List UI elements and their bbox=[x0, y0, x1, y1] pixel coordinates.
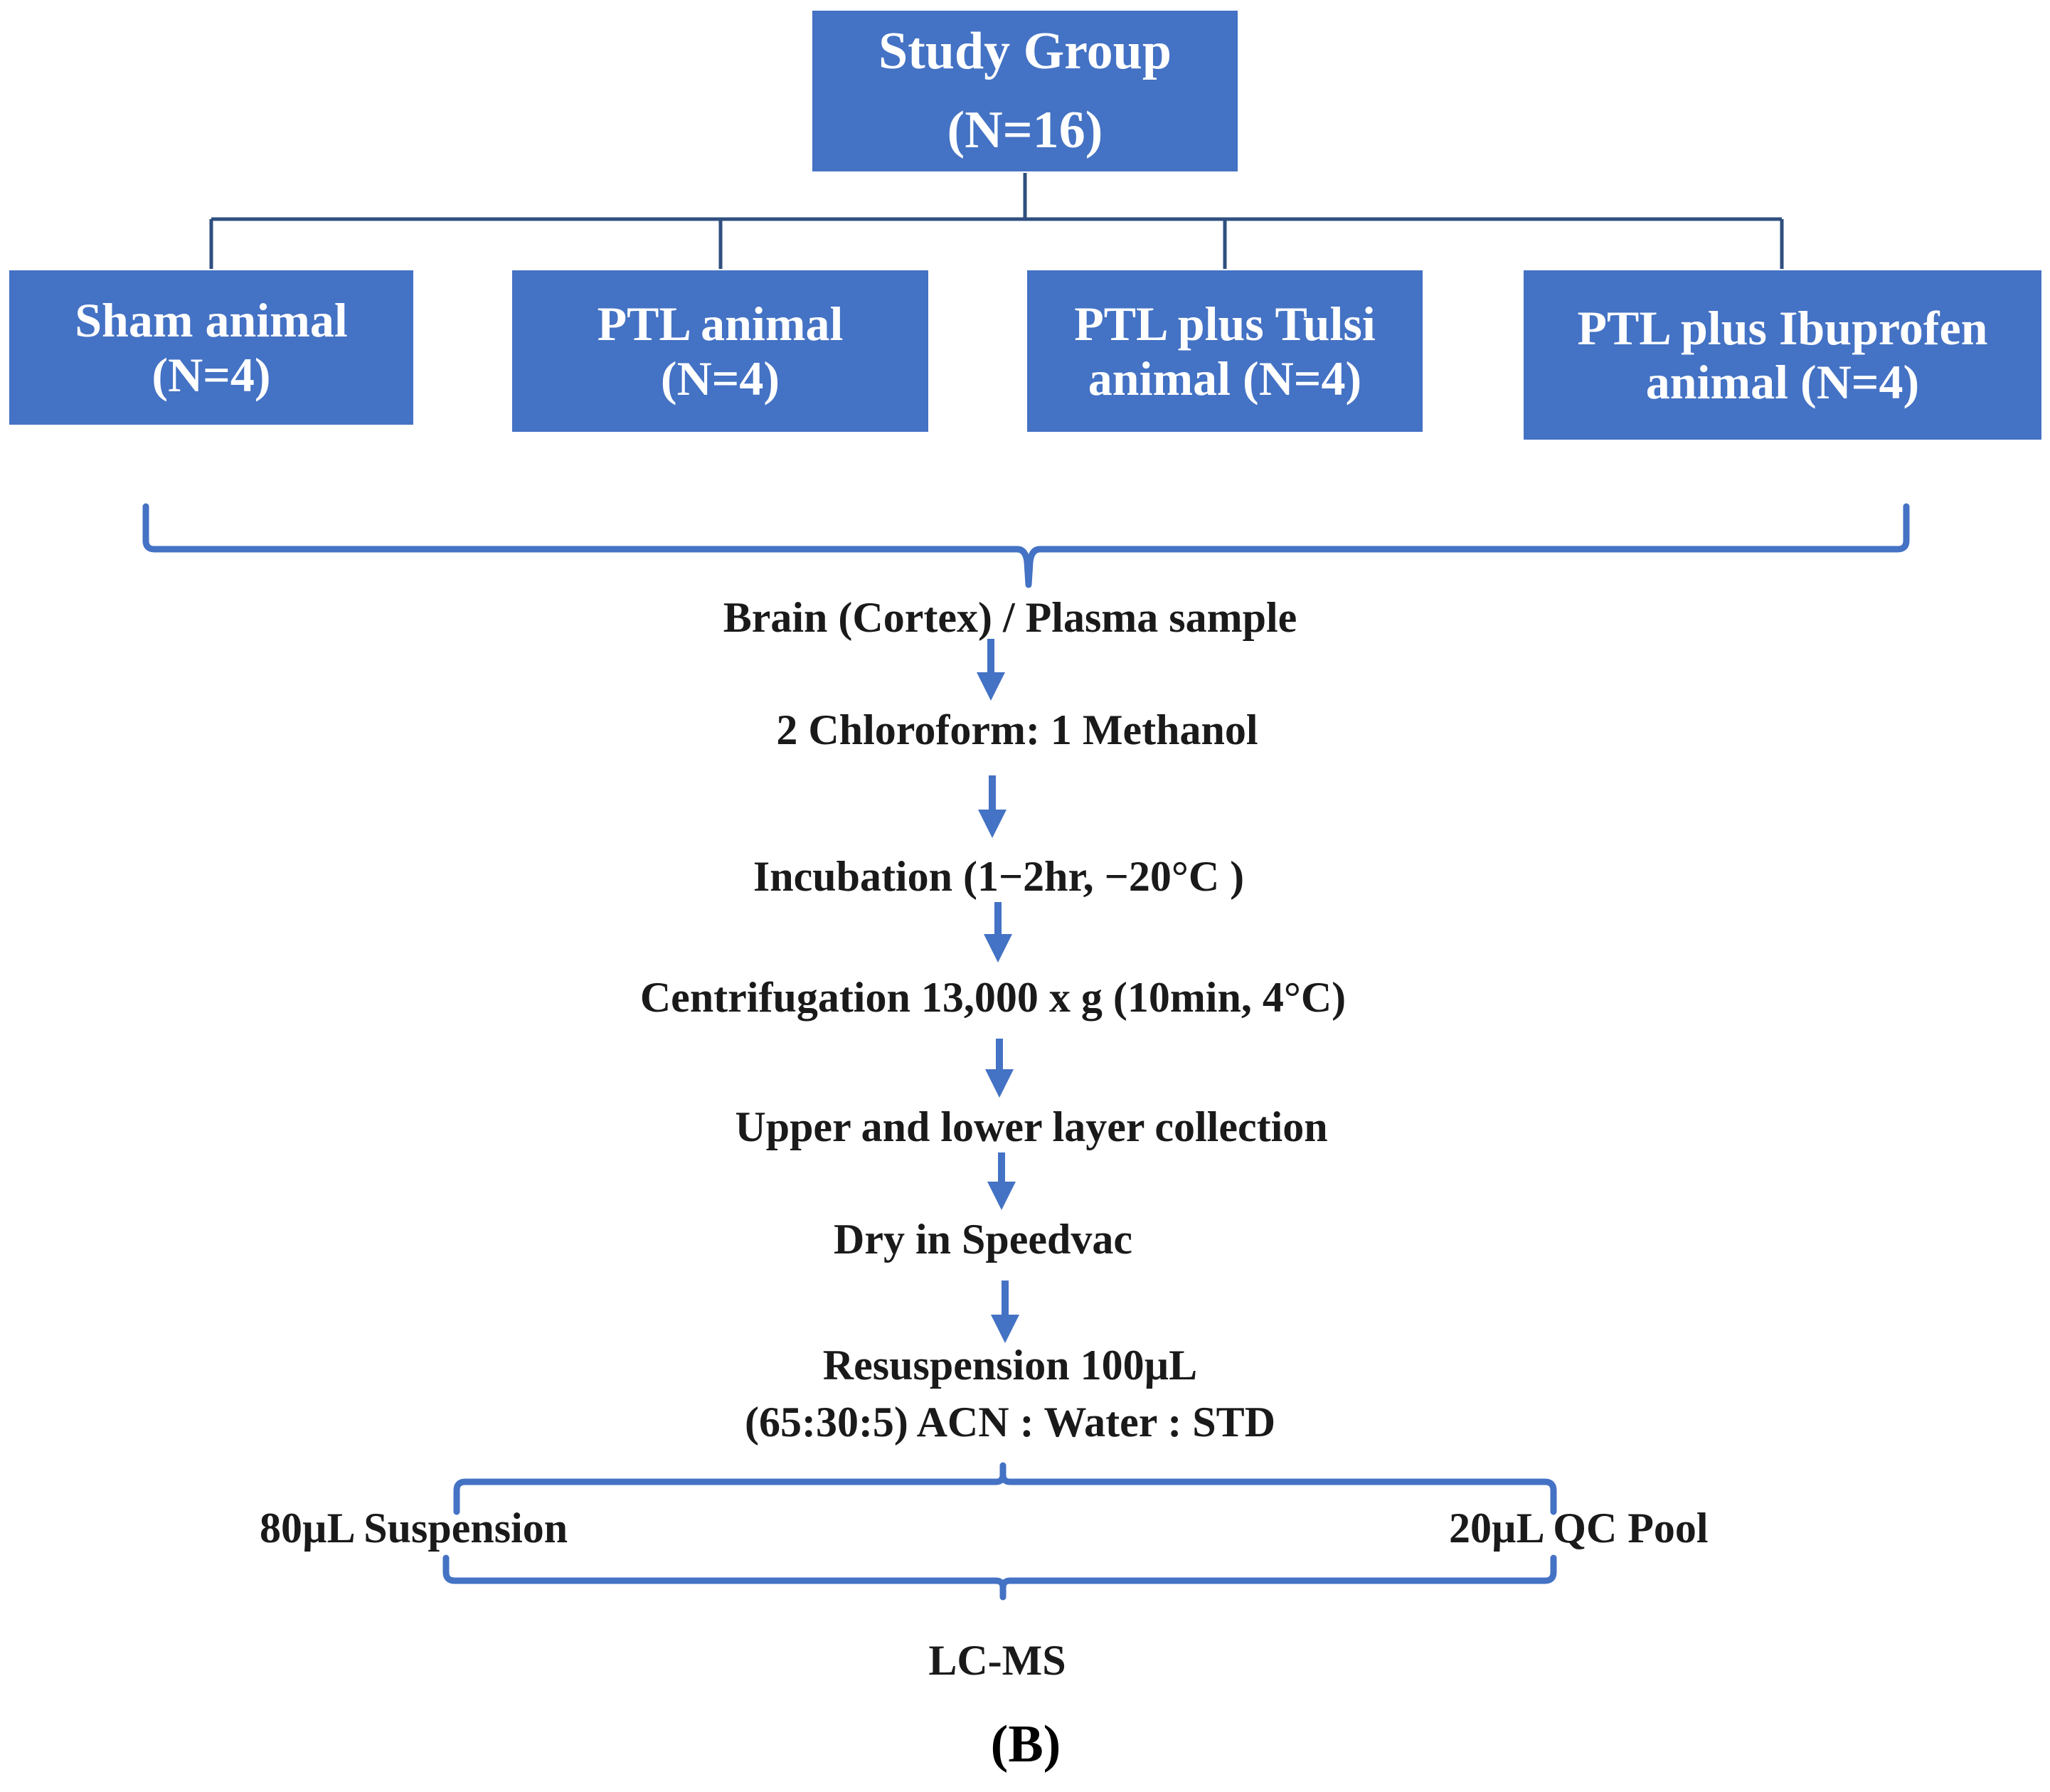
step-centrifugation: Centrifugation 13,000 x g (10min, 4°C) bbox=[639, 974, 1347, 1021]
group-label-line1: PTL animal bbox=[597, 297, 844, 351]
groups-brace bbox=[142, 503, 1910, 588]
study-group-title: Study Group bbox=[878, 22, 1172, 80]
group-label-line1: PTL plus Ibuprofen bbox=[1577, 300, 1988, 355]
group-tree-lines bbox=[209, 173, 1784, 269]
arrow-down-2 bbox=[978, 775, 1007, 838]
group-label-line2: (N=4) bbox=[660, 351, 780, 405]
group-label-line1: Sham animal bbox=[75, 293, 348, 348]
arrow-down-1 bbox=[977, 639, 1005, 701]
step-incubation: Incubation (1−2hr, −20°C ) bbox=[753, 853, 1245, 900]
arrow-down-4 bbox=[985, 1039, 1014, 1098]
split-bracket-top bbox=[453, 1462, 1557, 1515]
step-resuspension: Resuspension 100µL (65:30:5) ACN : Water… bbox=[745, 1337, 1275, 1451]
step-dry-speedvac: Dry in Speedvac bbox=[834, 1216, 1132, 1263]
arrow-down-3 bbox=[984, 902, 1012, 963]
group-label-line2: (N=4) bbox=[152, 347, 271, 402]
split-bracket-bottom bbox=[442, 1554, 1557, 1601]
panel-label: (B) bbox=[990, 1715, 1061, 1774]
split-bracket bbox=[442, 1462, 1557, 1601]
arrow-down-5 bbox=[987, 1152, 1016, 1210]
arrow-down-6 bbox=[991, 1281, 1019, 1343]
step-sample: Brain (Cortex) / Plasma sample bbox=[723, 594, 1297, 641]
group-box-ptl-ibuprofen: PTL plus Ibuprofen animal (N=4) bbox=[1524, 270, 2041, 440]
step-arrows bbox=[977, 639, 1019, 1343]
group-box-sham: Sham animal (N=4) bbox=[9, 270, 413, 425]
study-group-count: (N=16) bbox=[947, 101, 1103, 159]
split-left-label: 80µL Suspension bbox=[260, 1505, 568, 1552]
step-layer-collection: Upper and lower layer collection bbox=[735, 1103, 1328, 1150]
step-lc-ms: LC-MS bbox=[928, 1637, 1066, 1684]
split-right-label: 20µL QC Pool bbox=[1449, 1505, 1709, 1552]
group-box-ptl: PTL animal (N=4) bbox=[512, 270, 928, 432]
group-label-line1: PTL plus Tulsi bbox=[1074, 297, 1376, 351]
group-label-line2: animal (N=4) bbox=[1088, 351, 1362, 405]
study-group-box: Study Group (N=16) bbox=[812, 11, 1238, 171]
group-box-ptl-tulsi: PTL plus Tulsi animal (N=4) bbox=[1027, 270, 1423, 432]
resuspension-volume: Resuspension 100µL bbox=[822, 1342, 1198, 1389]
group-label-line2: animal (N=4) bbox=[1645, 355, 1920, 409]
step-extraction-solvent: 2 Chloroform: 1 Methanol bbox=[776, 706, 1258, 753]
resuspension-ratio: (65:30:5) ACN : Water : STD bbox=[744, 1398, 1276, 1446]
